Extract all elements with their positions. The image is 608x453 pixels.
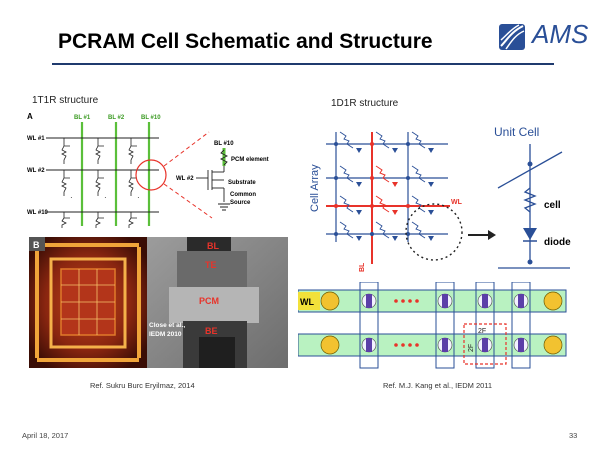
tem-be-label: BE (205, 326, 218, 336)
reference-right: Ref. M.J. Kang et al., IEDM 2011 (383, 381, 493, 390)
inset-pcm-label: PCM element (231, 157, 269, 163)
highlight-circle (135, 159, 167, 191)
array-wl-label: WL (451, 199, 463, 206)
transistor-icon (196, 166, 230, 211)
bitline-columns (359, 282, 531, 369)
array-cells (339, 131, 426, 239)
bl10-label: BL #10 (141, 115, 161, 121)
layout-wl-label: WL (300, 297, 314, 307)
logo-mark-icon (499, 24, 525, 50)
pcm-element-icon (219, 149, 229, 166)
array-diodes (356, 148, 434, 241)
chip-grid (61, 269, 115, 335)
svg-text:·: · (137, 193, 140, 202)
svg-text:·: · (70, 193, 73, 202)
zoom-line-bottom (163, 183, 213, 219)
ellipsis-dots: · · · (70, 193, 140, 202)
tem-te-label: TE (205, 260, 217, 270)
diode-icon (523, 228, 537, 240)
selected-diode-upper (392, 182, 398, 187)
junction-dots (334, 142, 410, 236)
panel-b-label: B (33, 240, 40, 250)
chip-core-frame (49, 257, 127, 349)
diagram-1t1r: A BL #1 BL #2 BL #10 WL #1 WL #2 WL #10 … (27, 112, 269, 228)
inset-source-label: Source (230, 200, 251, 206)
inset-wl-label: WL #2 (176, 176, 194, 182)
unit-cell-cell-label: cell (544, 200, 561, 211)
two-f-top-label: 2F (478, 328, 486, 335)
array-bl-label: BL (359, 262, 366, 272)
tem-bl-label: BL (207, 241, 219, 251)
chip-photo: B (29, 237, 147, 368)
slide-title: PCRAM Cell Schematic and Structure (58, 30, 433, 53)
inset-bl-label: BL #10 (214, 141, 234, 147)
wl2-label: WL #2 (27, 168, 45, 174)
wl-tag (298, 292, 320, 310)
selected-cell (375, 195, 390, 213)
svg-text:·: · (104, 193, 107, 202)
tem-citation-line1: Close et al., (149, 322, 185, 329)
wordlines (46, 137, 159, 213)
bitlines (80, 122, 151, 226)
heading-1t1r: 1T1R structure (32, 95, 99, 106)
tem-pcm-label: PCM (199, 296, 219, 306)
bl1-label: BL #1 (74, 115, 91, 121)
zoom-line-top (163, 131, 210, 167)
unit-cell-diode-label: diode (544, 237, 571, 248)
ams-logo (499, 24, 525, 50)
wl10-label: WL #10 (27, 210, 49, 216)
selected-diode (392, 210, 398, 215)
layout-ellipsis (394, 299, 419, 347)
cell-array-label: Cell Array (309, 164, 321, 212)
zoom-circle (405, 203, 463, 261)
cells-1t1r (61, 138, 137, 228)
unit-cell-label: Unit Cell (494, 125, 539, 139)
selected-cell-upper (375, 165, 390, 183)
wl1-label: WL #1 (27, 136, 45, 142)
end-contacts (320, 291, 563, 355)
reference-left: Ref. Sukru Burc Eryilmaz, 2014 (90, 381, 195, 390)
layout-1d1r: WL 2F 2F (298, 282, 567, 369)
inset-common-label: Common (230, 192, 256, 198)
tem-citation-line2: IEDM 2010 (149, 331, 182, 338)
two-f-side-label: 2F (468, 344, 475, 352)
diagram-1d1r: Cell Array WL BL Unit Cell (309, 125, 571, 272)
heading-1d1r: 1D1R structure (331, 98, 399, 109)
bl2-label: BL #2 (108, 115, 125, 121)
layout-cells (361, 293, 529, 353)
title-underline (52, 63, 554, 65)
footer-date: April 18, 2017 (22, 431, 69, 440)
page-number: 33 (569, 431, 578, 440)
inset-substrate-label: Substrate (228, 180, 256, 186)
logo-text: AMS (532, 19, 589, 49)
unit-cell-box (463, 323, 507, 365)
bond-pads (35, 243, 141, 362)
tem-photo: BL TE PCM BE Close et al., IEDM 2010 (147, 237, 288, 368)
panel-a-label: A (27, 112, 33, 121)
